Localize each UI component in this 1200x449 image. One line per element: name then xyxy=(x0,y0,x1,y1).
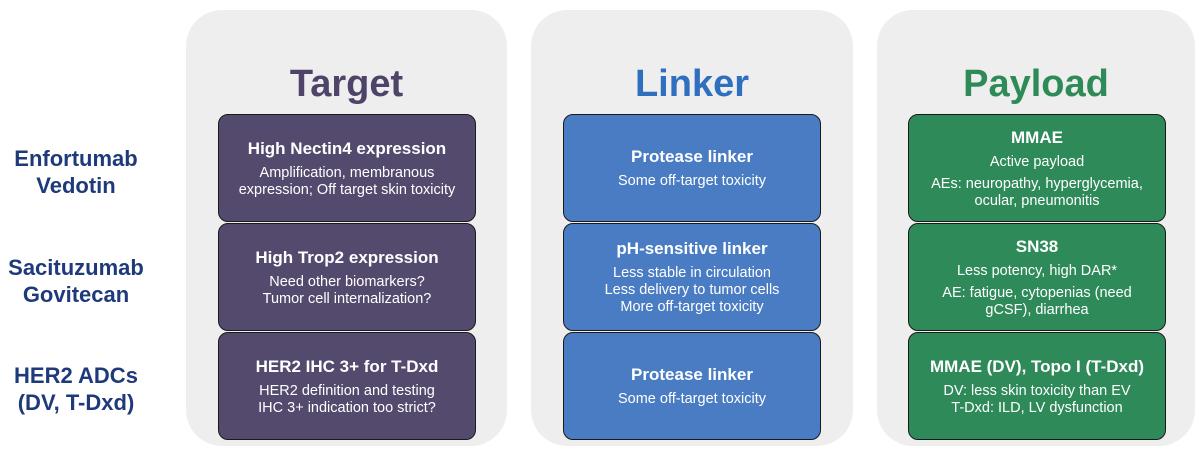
cell-text: Tumor cell internalization? xyxy=(262,290,432,307)
target-column-title: Target xyxy=(289,63,404,105)
cell-title: pH-sensitive linker xyxy=(616,239,768,258)
row-label-her2-adcs: HER2 ADCs (DV, T-Dxd) xyxy=(0,362,152,416)
cell-title: HER2 IHC 3+ for T-Dxd xyxy=(255,356,439,376)
cell-text: Active payload xyxy=(989,153,1085,170)
cell-title: MMAE (DV), Topo I (T-Dxd) xyxy=(929,356,1145,376)
cell-text: More off-target toxicity xyxy=(620,299,764,315)
cell-text: Less stable in circulation xyxy=(613,265,771,281)
row-label-line: HER2 ADCs xyxy=(14,363,138,388)
cell-title: High Nectin4 expression xyxy=(247,138,447,158)
row-label-line: Enfortumab xyxy=(14,146,138,171)
linker-column-title: Linker xyxy=(634,63,750,105)
payload-cell-sacituzumab: SN38 Less potency, high DAR* AE: fatigue… xyxy=(908,223,1166,331)
row-label-line: Vedotin xyxy=(36,173,116,198)
cell-text: Some off-target toxicity xyxy=(617,173,767,189)
row-label-line: Sacituzumab xyxy=(8,255,144,280)
cell-title: Protease linker xyxy=(631,147,753,166)
cell-text: IHC 3+ indication too strict? xyxy=(258,399,436,416)
target-cell-sacituzumab: High Trop2 expression Need other biomark… xyxy=(218,223,476,331)
cell-text: AE: fatigue, cytopenias (need xyxy=(942,284,1132,301)
cell-text: gCSF), diarrhea xyxy=(985,301,1089,318)
cell-text: Less delivery to tumor cells xyxy=(604,282,780,298)
cell-text: ocular, pneumonitis xyxy=(974,192,1100,209)
cell-text: AEs: neuropathy, hyperglycemia, xyxy=(931,175,1143,192)
row-label-enfortumab: Enfortumab Vedotin xyxy=(0,145,152,199)
linker-cell-enfortumab: Protease linker Some off-target toxicity xyxy=(563,114,821,222)
cell-title: SN38 xyxy=(1015,236,1059,256)
payload-cell-her2: MMAE (DV), Topo I (T-Dxd) DV: less skin … xyxy=(908,332,1166,440)
target-cell-her2: HER2 IHC 3+ for T-Dxd HER2 definition an… xyxy=(218,332,476,440)
cell-text: T-Dxd: ILD, LV dysfunction xyxy=(951,399,1123,416)
cell-text: Need other biomarkers? xyxy=(269,273,425,290)
payload-cell-enfortumab: MMAE Active payload AEs: neuropathy, hyp… xyxy=(908,114,1166,222)
cell-text: Some off-target toxicity xyxy=(617,391,767,407)
cell-text: HER2 definition and testing xyxy=(259,382,435,399)
payload-column-title: Payload xyxy=(963,63,1109,105)
cell-text: Less potency, high DAR* xyxy=(956,262,1118,279)
row-label-line: (DV, T-Dxd) xyxy=(17,390,135,415)
cell-text: DV: less skin toxicity than EV xyxy=(943,382,1131,399)
cell-title: MMAE xyxy=(1011,127,1063,147)
cell-text: Amplification, membranous xyxy=(259,164,435,181)
cell-title: Protease linker xyxy=(631,365,753,384)
cell-title: High Trop2 expression xyxy=(255,247,439,267)
row-label-sacituzumab: Sacituzumab Govitecan xyxy=(0,254,152,308)
row-label-line: Govitecan xyxy=(22,282,130,307)
cell-text: expression; Off target skin toxicity xyxy=(238,181,456,198)
linker-cell-her2: Protease linker Some off-target toxicity xyxy=(563,332,821,440)
target-cell-enfortumab: High Nectin4 expression Amplification, m… xyxy=(218,114,476,222)
linker-cell-sacituzumab: pH-sensitive linker Less stable in circu… xyxy=(563,223,821,331)
